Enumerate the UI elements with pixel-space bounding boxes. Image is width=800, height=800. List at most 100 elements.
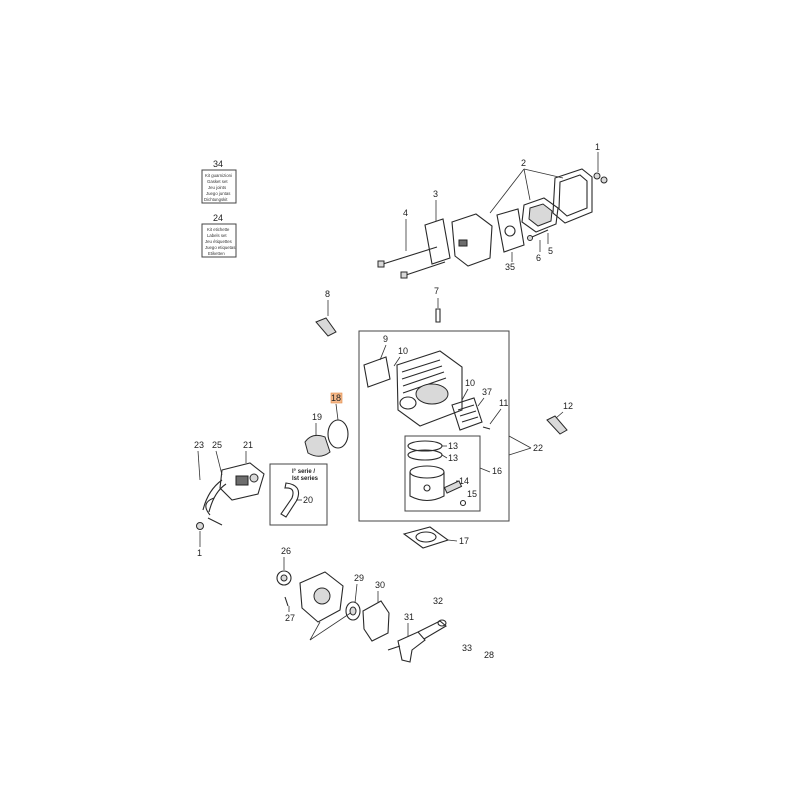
intake-spacer-slots	[457, 404, 479, 423]
crankcase-bore	[313, 587, 331, 605]
part-number-11: 11	[499, 398, 508, 408]
first-series-frame	[269, 463, 328, 526]
clamp-ring	[327, 419, 349, 449]
carburetor-body	[219, 462, 265, 501]
fuel-line-loop	[205, 497, 223, 526]
intake-gasket	[424, 218, 451, 265]
leader-23	[197, 450, 201, 481]
filter-gasket-hole	[504, 225, 516, 237]
base-gasket-hole	[415, 531, 437, 543]
bearing-29-inner	[349, 606, 357, 616]
leader-10-b	[461, 388, 469, 401]
bolt-part-4b	[405, 261, 446, 276]
part-number-10-b: 10	[465, 378, 475, 388]
highlight-18	[330, 392, 343, 404]
filter-cover	[552, 168, 593, 224]
part-number-28: 28	[484, 650, 494, 660]
part-number-26: 26	[281, 546, 291, 556]
leader-18	[335, 403, 339, 421]
cylinder-group: 7 9 10 37 10 11 13 13	[358, 286, 543, 522]
leader-9	[379, 344, 387, 361]
decompression-valve-group: 8	[315, 289, 337, 337]
part-number-22: 22	[533, 443, 543, 453]
carburetor-group: 18 19 I° serie / Ist series 20 21 23 25 …	[194, 392, 349, 558]
part-number-17: 17	[459, 536, 469, 546]
kit-labels-set: 24 Kit etichette Labels set Jeu étiquett…	[201, 213, 237, 258]
bolt-head-4b	[400, 271, 408, 279]
piston-pin	[443, 480, 463, 494]
part-number-27: 27	[285, 613, 295, 623]
part-number-25: 25	[212, 440, 222, 450]
part-number-13-b: 13	[448, 453, 458, 463]
part-number-4: 4	[403, 208, 408, 218]
screw-part-11	[482, 426, 491, 430]
part-number-3: 3	[433, 189, 438, 199]
crankcase-group: 26 27 29 30 32 31 33 28	[276, 546, 494, 663]
intake-spacer	[451, 397, 483, 431]
series-line-2: Ist series	[292, 476, 319, 482]
part-number-33: 33	[462, 643, 472, 653]
bolt-part-4a	[382, 246, 438, 265]
part-number-18: 18	[331, 393, 341, 403]
spark-plug	[546, 415, 568, 435]
intake-manifold	[451, 213, 493, 267]
kit-24-line-2: Labels set	[207, 233, 227, 238]
cylinder-body	[396, 350, 463, 427]
leader-22a	[508, 435, 532, 449]
part-number-30: 30	[375, 580, 385, 590]
leader-17	[447, 539, 458, 542]
part-number-8: 8	[325, 289, 330, 299]
crankcase-gasket	[362, 600, 390, 642]
part-number-15: 15	[467, 489, 477, 499]
leader-crankcase-b	[309, 609, 356, 641]
leader-11	[489, 408, 502, 425]
part-number-23: 23	[194, 440, 204, 450]
kit-24-line-4: Juego etiquetas	[205, 245, 235, 250]
base-gasket-group: 17	[402, 526, 469, 549]
decompression-valve	[315, 317, 337, 337]
bearing-29	[345, 601, 361, 621]
leader-16	[479, 467, 491, 473]
crankcase-half	[299, 571, 344, 623]
part-number-7: 7	[434, 286, 439, 296]
filter-gasket-plate	[496, 208, 525, 253]
part-number-16: 16	[492, 466, 502, 476]
carburetor-screw	[249, 473, 259, 483]
series-line-1: I° serie /	[292, 469, 315, 475]
rod-small-end	[437, 619, 447, 627]
part-number-32: 32	[433, 596, 443, 606]
filter-element-core	[528, 203, 553, 227]
pin-clip	[459, 499, 467, 507]
part-number-31: 31	[404, 612, 414, 622]
part-number-9: 9	[383, 334, 388, 344]
fuel-lines	[202, 479, 227, 513]
part-number-34: 34	[213, 159, 223, 169]
kit-24-box	[201, 223, 237, 258]
kit-34-line-2: Gasket set	[207, 179, 228, 184]
leader-13-b	[441, 454, 448, 459]
part-number-24: 24	[213, 213, 223, 223]
kit-gasket-set: 34 Kit guarnizioni Gasket set Jeu joints…	[201, 159, 237, 204]
piston-top	[409, 465, 445, 479]
screw-part-5	[531, 229, 549, 238]
fuel-filter-part-1	[196, 522, 204, 530]
pin-part-27	[284, 596, 289, 607]
part-number-1-top: 1	[595, 142, 600, 152]
leader-37	[477, 397, 485, 407]
filter-cover-inner	[558, 174, 588, 217]
part-number-21: 21	[243, 440, 253, 450]
leader-crankcase-a	[309, 621, 321, 641]
air-filter-group: 1 2 35 6 5 3 4	[377, 142, 608, 279]
part-number-13-a: 13	[448, 441, 458, 451]
filter-element	[521, 197, 559, 233]
spark-plug-group: 12	[546, 401, 573, 435]
carburetor-block	[235, 475, 249, 486]
washer-part-6	[527, 235, 533, 241]
exhaust-gasket	[363, 356, 391, 388]
part-number-12: 12	[563, 401, 573, 411]
kit-34-box	[201, 169, 237, 204]
kit-24-line-3: Jeu étiquettes	[205, 239, 232, 244]
screw-part-7	[435, 308, 441, 323]
bearing-26	[276, 570, 292, 586]
